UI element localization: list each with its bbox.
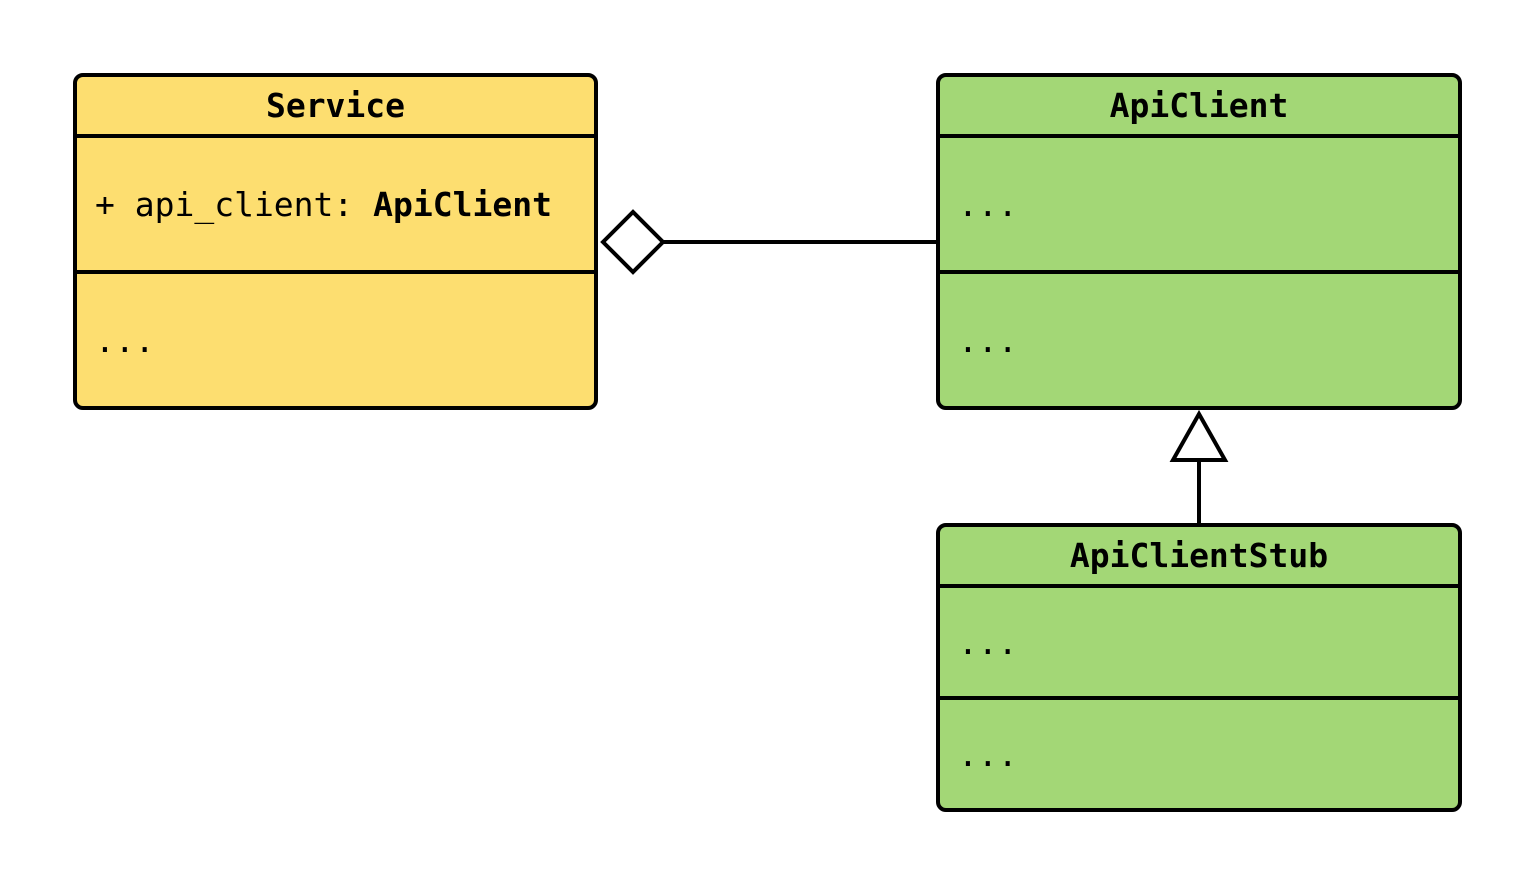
service-attribute-text: + api_client: ApiClient	[95, 188, 552, 221]
class-title-apiclientstub: ApiClientStub	[940, 527, 1458, 588]
inheritance-triangle-icon	[1169, 409, 1229, 462]
service-methods-section: ...	[77, 274, 594, 406]
service-attribute-type: ApiClient	[373, 184, 552, 224]
apiclient-methods-section: ...	[940, 274, 1458, 406]
service-methods-placeholder: ...	[95, 320, 155, 360]
inheritance-connector	[1169, 409, 1229, 523]
class-title-apiclient: ApiClient	[940, 77, 1458, 138]
class-box-apiclientstub: ApiClientStub ... ...	[936, 523, 1462, 812]
apiclientstub-attributes-section: ...	[940, 588, 1458, 700]
apiclient-attributes-section: ...	[940, 138, 1458, 274]
apiclientstub-methods-placeholder: ...	[958, 734, 1018, 774]
apiclient-attributes-placeholder: ...	[958, 184, 1018, 224]
service-attributes-section: + api_client: ApiClient	[77, 138, 594, 274]
aggregation-connector	[600, 209, 938, 275]
class-box-apiclient: ApiClient ... ...	[936, 73, 1462, 410]
class-title-service: Service	[77, 77, 594, 138]
apiclient-methods-placeholder: ...	[958, 320, 1018, 360]
service-attribute-prefix: + api_client:	[95, 184, 374, 224]
aggregation-diamond-icon	[600, 209, 666, 275]
class-box-service: Service + api_client: ApiClient ...	[73, 73, 598, 410]
apiclientstub-methods-section: ...	[940, 700, 1458, 808]
apiclientstub-attributes-placeholder: ...	[958, 622, 1018, 662]
